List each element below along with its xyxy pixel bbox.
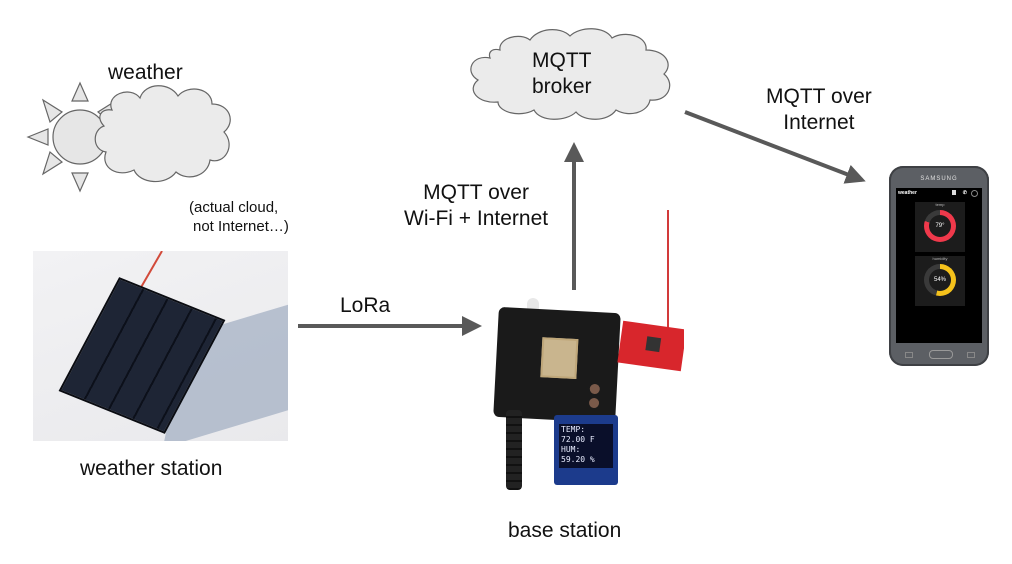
mqtt-broker-line-2: broker [532, 75, 592, 98]
button [588, 397, 600, 409]
oled-display: TEMP: 72.00 F HUM: 59.20 % [554, 415, 618, 485]
base-station-photo: TEMP: 72.00 F HUM: 59.20 % [484, 210, 684, 495]
lora-chip [645, 336, 662, 353]
humidity-gauge: 54% [924, 264, 956, 296]
mqtt-wifi-label: MQTT over Wi-Fi + Internet [404, 180, 548, 232]
humidity-card: humidity 54% [915, 256, 965, 306]
pcb-board [493, 306, 621, 424]
wifi-module [540, 337, 579, 380]
back-button[interactable] [967, 352, 975, 358]
mqtt-broker-cloud-icon [470, 28, 671, 120]
app-header: weather ✆ [898, 190, 980, 200]
humidity-card-title: humidity [932, 256, 948, 261]
cloud-note-line-1: (actual cloud, [189, 199, 279, 216]
weather-station-photo [33, 251, 288, 441]
oled-line-1: TEMP: [561, 425, 586, 434]
weather-label: weather [108, 61, 183, 84]
cloud-note-line-2: not Internet…) [193, 218, 289, 235]
mqtt-internet-line-1: MQTT over [766, 85, 872, 108]
oled-line-2: 72.00 F [561, 435, 595, 444]
mqtt-broker-label: MQTT broker [532, 48, 592, 100]
antenna-wire [140, 251, 163, 288]
temp-gauge: 79° [924, 210, 956, 242]
settings-icon[interactable] [971, 190, 978, 197]
home-button[interactable] [929, 350, 953, 359]
cloud-note: (actual cloud, not Internet…) [189, 198, 289, 236]
weather-cloud-icon [94, 85, 231, 183]
phone-screen: weather ✆ temp 79° humidity 54% [896, 188, 982, 343]
oled-screen: TEMP: 72.00 F HUM: 59.20 % [559, 424, 613, 468]
power-jack [506, 410, 522, 490]
temp-card-title: temp [935, 202, 945, 207]
lora-module [617, 320, 684, 372]
weather-station-label: weather station [80, 457, 223, 480]
temp-value: 79° [929, 215, 951, 237]
internet-downlink-arrow [684, 110, 866, 184]
lock-icon[interactable] [952, 190, 956, 195]
temp-card: temp 79° [915, 202, 965, 252]
smartphone: SAMSUNG weather ✆ temp 79° humidity 54% [889, 166, 989, 366]
mqtt-internet-line-2: Internet [783, 111, 855, 134]
mqtt-internet-label: MQTT over Internet [766, 84, 872, 136]
phone-icon[interactable]: ✆ [962, 190, 967, 196]
phone-brand: SAMSUNG [920, 176, 958, 182]
oled-line-3: HUM: [561, 445, 581, 454]
app-title: weather [898, 190, 917, 196]
recent-apps-button[interactable] [905, 352, 913, 358]
oled-line-4: 59.20 % [561, 455, 595, 464]
mqtt-broker-line-1: MQTT [532, 49, 592, 72]
lora-label: LoRa [340, 294, 391, 317]
base-station-label: base station [508, 519, 622, 542]
mqtt-wifi-line-2: Wi-Fi + Internet [404, 207, 549, 230]
mqtt-wifi-line-1: MQTT over [423, 181, 529, 204]
button [589, 383, 601, 395]
humidity-value: 54% [929, 269, 951, 291]
lora-antenna-wire [667, 210, 669, 330]
